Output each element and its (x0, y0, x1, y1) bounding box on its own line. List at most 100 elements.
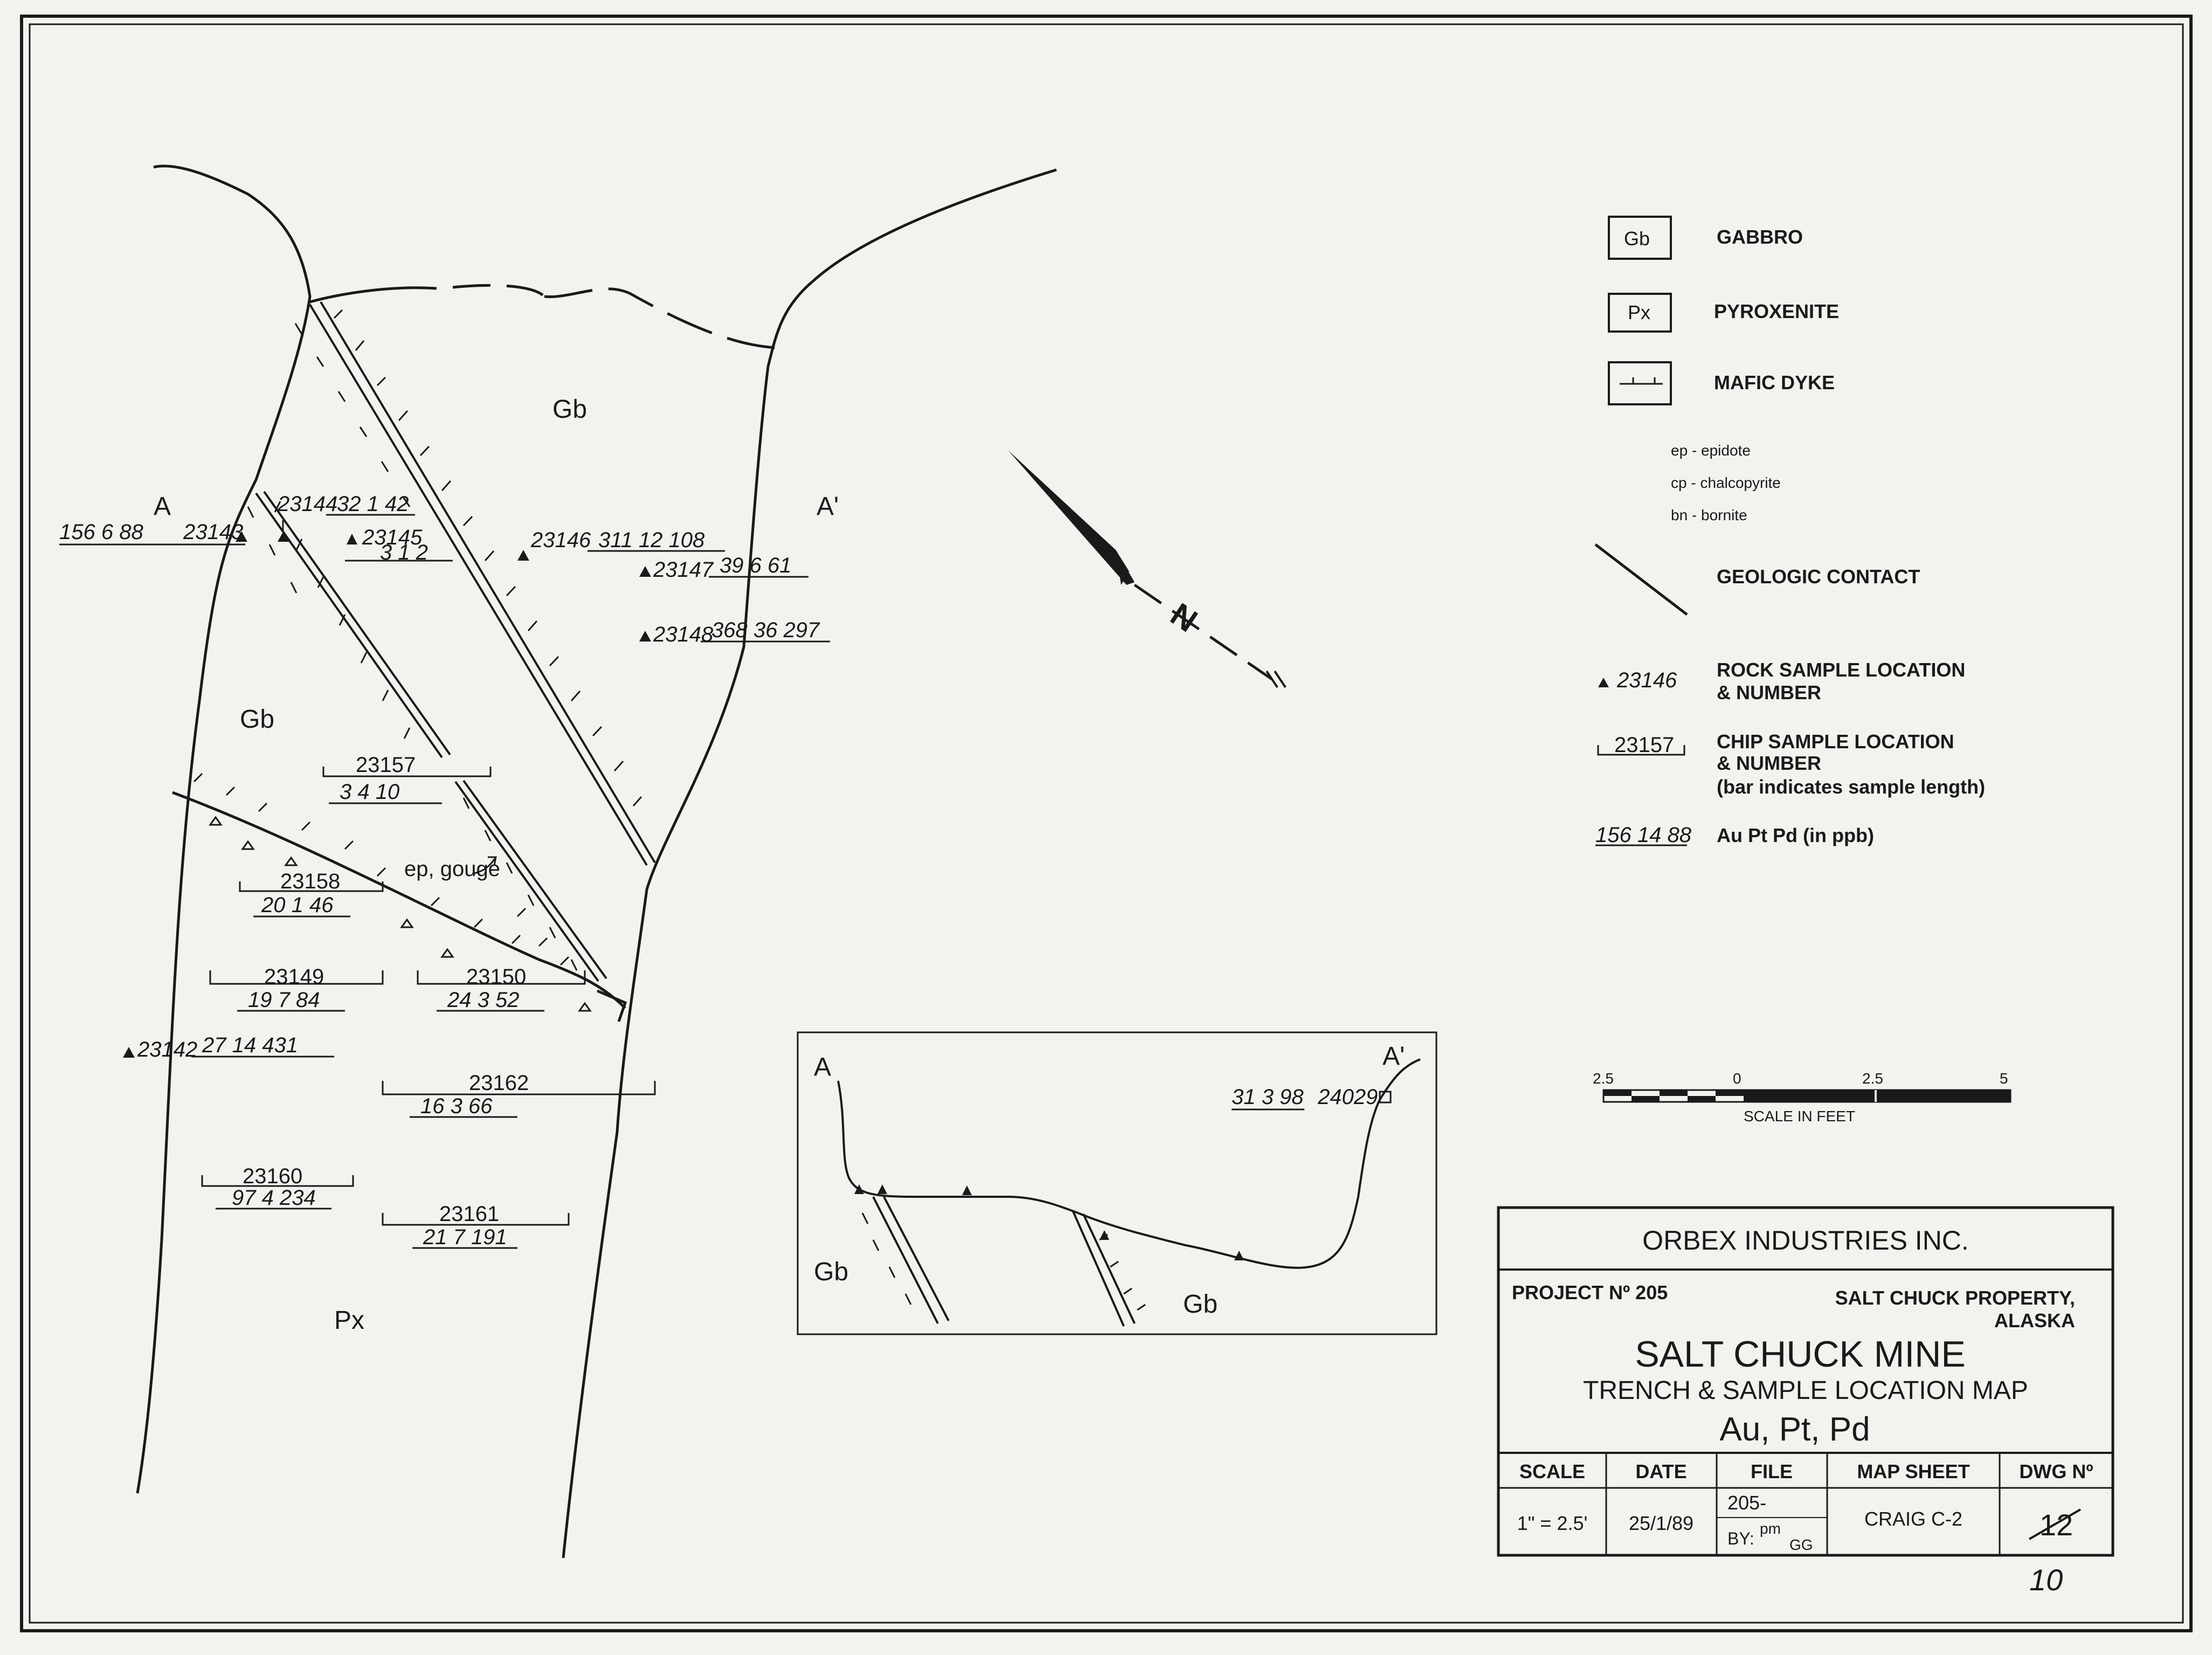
svg-text:23149: 23149 (264, 965, 324, 989)
dyke-2-line-a (255, 492, 443, 758)
chip-sample-23158: 23158 20 1 46 (239, 870, 384, 918)
dyke-3-line-a (454, 781, 599, 982)
property-line-1: SALT CHUCK PROPERTY, (1835, 1287, 2075, 1309)
scale-bar: 2.5 0 2.5 5 SCALE IN FEET (1593, 1070, 2011, 1125)
north-label: N (1164, 596, 1204, 639)
chip-sample-23149: 23149 19 7 84 (209, 965, 384, 1012)
legend-chip-sample: 23157 CHIP SAMPLE LOCATION & NUMBER (bar… (1597, 730, 1985, 798)
svg-text:Px: Px (1628, 301, 1650, 323)
svg-text:21 7 191: 21 7 191 (423, 1225, 507, 1249)
north-arrow-needle (1008, 450, 1135, 585)
svg-text:205-: 205- (1727, 1492, 1766, 1514)
svg-text:MAP SHEET: MAP SHEET (1857, 1460, 1969, 1482)
svg-text:0: 0 (1733, 1070, 1741, 1087)
svg-text:FILE: FILE (1751, 1460, 1793, 1482)
svg-text:GABBRO: GABBRO (1717, 226, 1803, 248)
legend: Gb GABBRO Px PYROXENITE MAFIC DYKE ep - … (1594, 216, 1985, 847)
chip-sample-23160: 23160 97 4 234 (201, 1164, 354, 1210)
upper-contact-dash-2 (544, 287, 777, 349)
stipple-dyke-1 (294, 309, 642, 806)
svg-text:23160: 23160 (243, 1164, 302, 1188)
svg-text:3 1 2: 3 1 2 (380, 541, 428, 564)
dyke-stipple (193, 309, 642, 1012)
svg-text:156 14 88: 156 14 88 (1595, 823, 1692, 847)
stipple-dyke-2 (247, 501, 411, 739)
svg-text:MAFIC DYKE: MAFIC DYKE (1714, 371, 1835, 394)
svg-text:ep - epidote: ep - epidote (1671, 442, 1751, 459)
svg-text:97 4 234: 97 4 234 (232, 1186, 316, 1210)
legend-gabbro-swatch (1608, 216, 1672, 260)
svg-text:23161: 23161 (439, 1202, 499, 1226)
svg-text:23150: 23150 (466, 965, 526, 989)
unit-gb-upper: Gb (552, 395, 587, 424)
upper-contact-dash-1 (452, 284, 545, 298)
chip-samples: 23157 3 4 10 23158 20 1 46 23149 19 7 84… (201, 753, 656, 1249)
svg-text:311 12 108: 311 12 108 (598, 528, 705, 552)
property-line-2: ALASKA (1994, 1309, 2075, 1332)
outer-border (20, 15, 2193, 1632)
company-name: ORBEX INDUSTRIES INC. (1642, 1225, 1969, 1256)
svg-text:5: 5 (2000, 1070, 2008, 1087)
svg-text:23144: 23144 (277, 492, 337, 516)
legend-gabbro: Gb GABBRO (1608, 216, 1803, 260)
annotation-arrow (474, 856, 497, 874)
svg-text:25/1/89: 25/1/89 (1629, 1512, 1693, 1534)
svg-text:GEOLOGIC CONTACT: GEOLOGIC CONTACT (1717, 566, 1920, 588)
rock-sample-23146: 23146 311 12 108 (517, 528, 725, 561)
title-block-text: ORBEX INDUSTRIES INC. PROJECT Nº 205 SAL… (1512, 1225, 2093, 1553)
lower-contact (172, 791, 626, 1009)
svg-text:& NUMBER: & NUMBER (1717, 752, 1821, 774)
svg-text:3 4 10: 3 4 10 (340, 780, 399, 804)
svg-text:PYROXENITE: PYROXENITE (1714, 300, 1839, 322)
svg-text:CRAIG C-2: CRAIG C-2 (1864, 1508, 1962, 1530)
title-block (1497, 1206, 2114, 1557)
north-arrow-shaft (1133, 583, 1273, 681)
north-arrow-tick-2 (1274, 670, 1287, 688)
svg-text:23146: 23146 (530, 528, 591, 552)
svg-text:ROCK SAMPLE LOCATION: ROCK SAMPLE LOCATION (1717, 659, 1965, 681)
contact-tick (597, 989, 627, 1022)
svg-text:23158: 23158 (280, 870, 340, 893)
stipple-dyke-3 (462, 797, 578, 971)
mafic-dykes (255, 301, 656, 982)
svg-text:19 7 84: 19 7 84 (248, 988, 320, 1012)
svg-text:A: A (814, 1053, 831, 1081)
svg-text:Gb: Gb (814, 1258, 848, 1286)
legend-rock-sample: 23146 ROCK SAMPLE LOCATION & NUMBER (1598, 659, 1965, 704)
legend-contact: GEOLOGIC CONTACT (1594, 543, 1920, 616)
rock-sample-23143: 156 6 88 23143 (59, 520, 247, 546)
north-arrow: N (1008, 450, 1287, 688)
north-arrow-tick-1 (1266, 670, 1278, 688)
upper-contact (309, 286, 437, 304)
svg-text:23157: 23157 (1614, 733, 1674, 757)
svg-text:16 3 66: 16 3 66 (420, 1094, 493, 1118)
svg-text:2.5: 2.5 (1862, 1070, 1883, 1087)
svg-text:156 6 88: 156 6 88 (59, 520, 143, 544)
inset-frame (797, 1031, 1437, 1335)
rock-sample-23147: 23147 39 6 61 (639, 554, 808, 582)
svg-text:& NUMBER: & NUMBER (1717, 681, 1821, 704)
legend-au-pt-pd: 156 14 88 Au Pt Pd (in ppb) (1595, 823, 1874, 847)
svg-text:BY:: BY: (1727, 1529, 1754, 1548)
svg-text:Gb: Gb (1624, 227, 1650, 250)
map-subtitle: TRENCH & SAMPLE LOCATION MAP (1583, 1376, 2028, 1405)
svg-text:24029: 24029 (1317, 1085, 1378, 1109)
svg-text:CHIP SAMPLE LOCATION: CHIP SAMPLE LOCATION (1717, 730, 1954, 753)
dyke-1-line-a (309, 304, 648, 866)
geology-map (136, 164, 1057, 1559)
svg-text:23162: 23162 (469, 1071, 529, 1095)
px-triangle-marks (209, 816, 592, 1012)
svg-text:DATE: DATE (1635, 1460, 1686, 1482)
svg-text:23147: 23147 (653, 558, 714, 582)
svg-text:A': A' (1382, 1042, 1405, 1071)
svg-text:Au Pt Pd (in ppb): Au Pt Pd (in ppb) (1717, 824, 1874, 846)
svg-text:cp - chalcopyrite: cp - chalcopyrite (1671, 474, 1781, 491)
svg-text:Gb: Gb (1183, 1290, 1218, 1319)
section-a-prime-label: A' (817, 492, 839, 521)
svg-text:SCALE IN FEET: SCALE IN FEET (1744, 1108, 1855, 1125)
svg-text:DWG Nº: DWG Nº (2019, 1460, 2093, 1482)
svg-text:(bar indicates sample length): (bar indicates sample length) (1717, 776, 1985, 798)
north-arrow-fin (1116, 550, 1129, 585)
svg-text:23157: 23157 (356, 753, 416, 777)
